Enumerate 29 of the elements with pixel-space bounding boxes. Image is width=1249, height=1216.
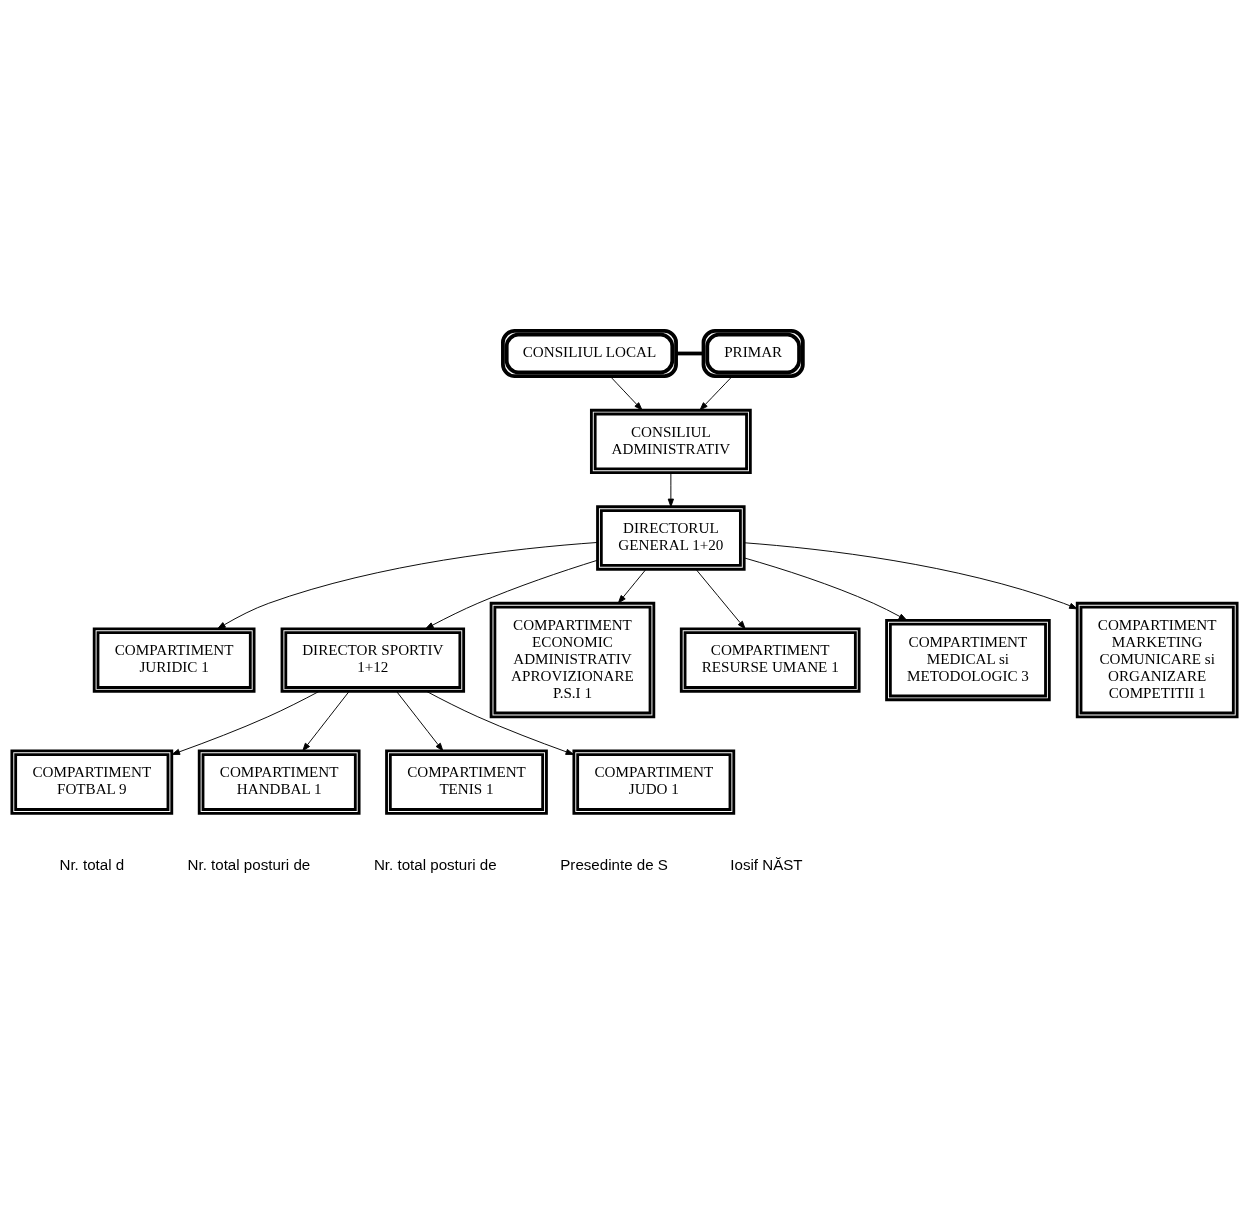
arrow bbox=[425, 690, 575, 755]
label: Iosif NĂST bbox=[730, 855, 803, 873]
arrow bbox=[425, 559, 598, 630]
node-box: DIRECTOR SPORTIV 1+12 bbox=[280, 627, 466, 693]
node-box: PRIMAR bbox=[701, 328, 805, 379]
node-box: COMPARTIMENT HANDBAL 1 bbox=[197, 749, 361, 815]
node-box: COMPARTIMENT RESURSE UMANE 1 bbox=[679, 627, 861, 693]
node-box: CONSILIUL ADMINISTRATIV bbox=[589, 408, 752, 475]
connector bbox=[676, 351, 704, 356]
arrow bbox=[695, 568, 746, 630]
arrow bbox=[396, 690, 444, 752]
arrow bbox=[743, 557, 908, 621]
arrow bbox=[743, 542, 1078, 610]
arrow bbox=[617, 568, 647, 604]
arrow bbox=[667, 472, 674, 508]
arrow bbox=[609, 376, 643, 411]
node-box: COMPARTIMENT JURIDIC 1 bbox=[92, 627, 256, 693]
node-box: COMPARTIMENT FOTBAL 9 bbox=[10, 749, 174, 815]
arrow bbox=[171, 690, 320, 755]
label: Presedinte de S bbox=[560, 855, 668, 873]
label: Nr. total posturi de bbox=[373, 855, 497, 873]
node-box: COMPARTIMENT MARKETING COMUNICARE si ORGANIZARE COMPETITII 1 bbox=[1075, 601, 1239, 719]
arrow bbox=[217, 542, 598, 630]
label: Nr. total posturi de bbox=[187, 855, 311, 873]
arrow bbox=[302, 690, 350, 752]
node-box: COMPARTIMENT JUDO 1 bbox=[572, 749, 736, 815]
node-box: COMPARTIMENT ECONOMIC ADMINISTRATIV APROVIZIONARE P.S.I 1 bbox=[489, 601, 656, 719]
arrow bbox=[699, 376, 733, 411]
label: Nr. total d bbox=[59, 855, 125, 873]
